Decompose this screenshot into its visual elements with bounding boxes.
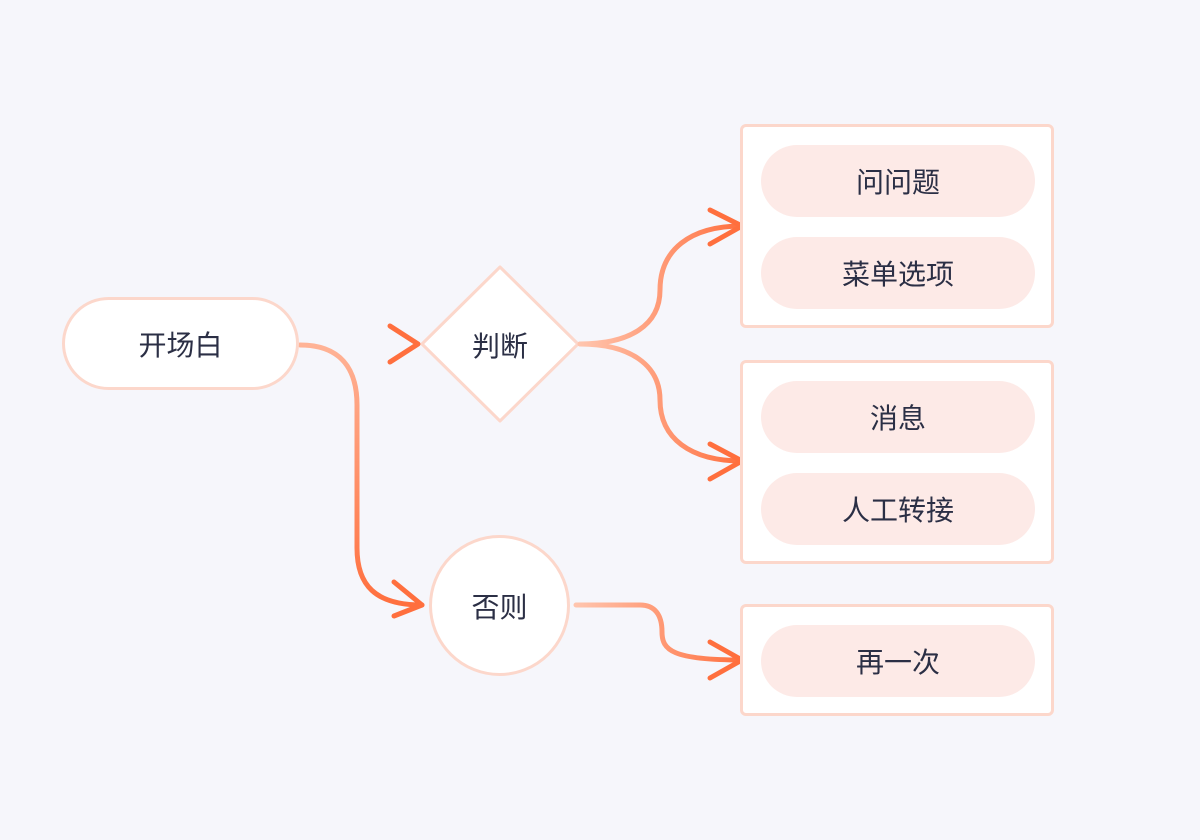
arrow-else-to-group3 <box>573 602 745 663</box>
decision-node[interactable]: 判断 <box>440 310 560 380</box>
decision-diamond[interactable] <box>420 265 580 423</box>
option-label: 消息 <box>869 402 926 435</box>
arrowhead-start-to-else <box>391 579 425 619</box>
option-group-2: 消息 人工转接 <box>740 360 1054 564</box>
else-node[interactable]: 否则 <box>429 535 570 676</box>
option-group-3: 再一次 <box>740 604 1054 716</box>
option-group-1: 问问题 菜单选项 <box>740 124 1054 328</box>
option-ask-question[interactable]: 问问题 <box>761 145 1035 217</box>
option-human-transfer[interactable]: 人工转接 <box>761 473 1035 545</box>
option-label: 人工转接 <box>841 494 954 527</box>
option-label: 问问题 <box>855 166 940 199</box>
option-menu[interactable]: 菜单选项 <box>761 237 1035 309</box>
option-label: 菜单选项 <box>841 258 954 291</box>
arrow-start-to-else <box>297 342 425 608</box>
start-node-label: 开场白 <box>138 328 223 362</box>
option-message[interactable]: 消息 <box>761 381 1035 453</box>
arrow-decision-to-group1 <box>577 223 745 347</box>
arrowhead-start-to-decision <box>387 323 421 365</box>
decision-node-label: 判断 <box>471 330 528 363</box>
start-node[interactable]: 开场白 <box>62 297 299 390</box>
option-label: 再一次 <box>855 646 940 679</box>
arrow-decision-to-group2 <box>577 341 745 464</box>
else-node-label: 否则 <box>471 590 528 624</box>
option-again[interactable]: 再一次 <box>761 625 1035 697</box>
